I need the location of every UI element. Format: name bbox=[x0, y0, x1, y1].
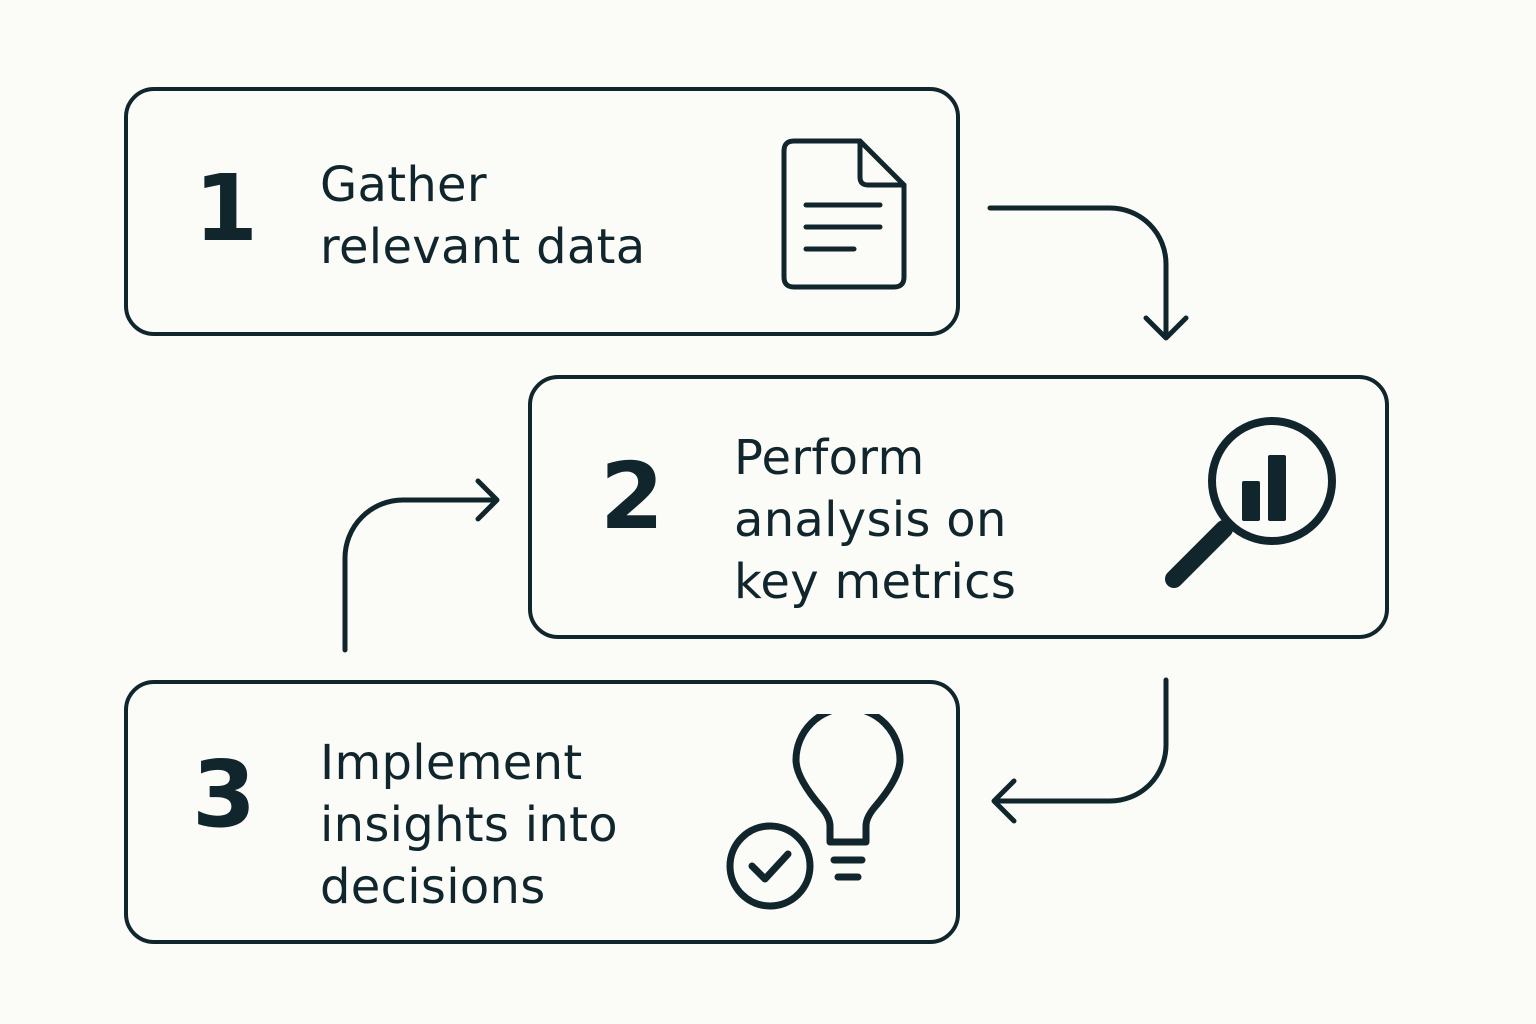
step-1-label: Gather relevant data bbox=[320, 154, 645, 278]
arrow-step3-to-step2 bbox=[342, 497, 497, 653]
magnifier-chart-icon bbox=[1165, 417, 1336, 588]
arrow-head-down bbox=[1143, 315, 1189, 341]
arrow-step1-to-step2 bbox=[987, 205, 1169, 337]
check-circle-icon bbox=[726, 822, 814, 910]
step-1-card: 1 Gather relevant data bbox=[124, 87, 960, 336]
step-3-card: 3 Implement insights into decisions bbox=[124, 680, 960, 944]
step-3-line-2: insights into bbox=[320, 797, 618, 853]
step-3-number: 3 bbox=[192, 741, 257, 848]
lightbulb-check-icon bbox=[726, 714, 904, 910]
step-1-number: 1 bbox=[194, 155, 259, 262]
step-2-line-1: Perform bbox=[734, 430, 925, 486]
step-1-line-1: Gather bbox=[320, 157, 487, 213]
arrow-step2-to-step3 bbox=[995, 677, 1169, 804]
step-2-line-3: key metrics bbox=[734, 554, 1017, 610]
step-3-line-3: decisions bbox=[320, 859, 546, 915]
arrow-head-right bbox=[475, 478, 500, 522]
document-icon bbox=[781, 138, 907, 290]
arrow-head-left bbox=[991, 778, 1017, 824]
step-2-label: Perform analysis on key metrics bbox=[734, 427, 1016, 613]
lightbulb-icon bbox=[792, 714, 904, 846]
step-2-number: 2 bbox=[600, 443, 665, 550]
step-2-card: 2 Perform analysis on key metrics bbox=[528, 375, 1389, 639]
step-1-line-2: relevant data bbox=[320, 219, 646, 275]
step-2-line-2: analysis on bbox=[734, 492, 1007, 548]
step-3-line-1: Implement bbox=[320, 735, 583, 791]
step-3-label: Implement insights into decisions bbox=[320, 732, 618, 918]
